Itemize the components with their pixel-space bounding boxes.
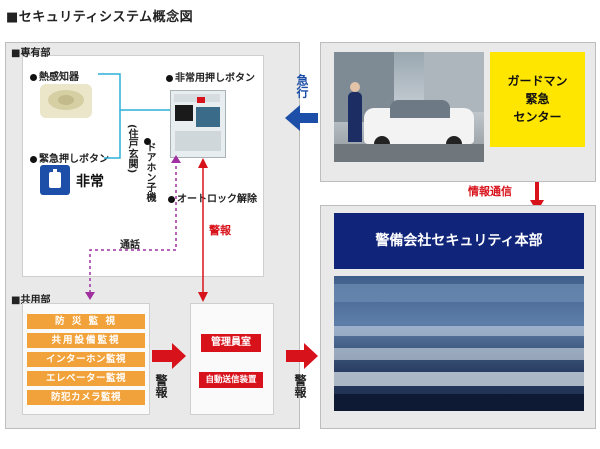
heat-sensor-image xyxy=(40,84,92,118)
panel-keypad xyxy=(175,131,221,151)
bullet-icon xyxy=(30,73,37,81)
management-room-label: 管理員室 xyxy=(201,334,261,352)
emergency-button-image xyxy=(40,165,70,195)
management-room-box: 管理員室 自動送信装置 xyxy=(190,303,274,415)
alarm-arrow-hq xyxy=(286,343,318,369)
panic-button-label: 非常用押しボタン xyxy=(166,69,255,84)
common-item-3: インターホン監視 xyxy=(27,352,145,367)
panel-red-indicator xyxy=(197,97,205,103)
door-phone-label: ドアホン子機 xyxy=(144,142,155,202)
door-phone-dot xyxy=(144,131,153,150)
info-comm-label: 情報通信 xyxy=(468,185,512,198)
autolock-text: オートロック解除 xyxy=(177,194,257,205)
diagram-title: ■セキュリティシステム概念図 xyxy=(6,10,194,25)
emergency-button-text: 緊急押しボタン xyxy=(39,154,109,165)
heat-sensor-line xyxy=(98,73,170,111)
common-item-2: 共用設備監視 xyxy=(27,333,145,348)
rush-arrow xyxy=(285,105,318,131)
alarm-label-vertical: 警報 xyxy=(209,224,231,237)
alarm-arrow-down xyxy=(198,292,208,302)
common-area-box: 防 災 監 視 共用設備監視 インターホン監視 エレベーター監視 防犯カメラ監視 xyxy=(22,303,150,415)
common-area-header: ■共用部 xyxy=(11,295,51,306)
control-room-photo xyxy=(334,276,584,411)
guardman-line-1: ガードマン xyxy=(507,74,568,88)
bullet-icon xyxy=(168,195,175,203)
emergency-button-line xyxy=(104,110,121,159)
alarm-label-hq: 警報 xyxy=(293,374,307,398)
heat-sensor-text: 熱感知器 xyxy=(39,72,79,83)
rush-label: 急行 xyxy=(295,74,309,98)
call-label: 通話 xyxy=(120,240,140,251)
bullet-icon xyxy=(144,138,151,145)
autolock-label: オートロック解除 xyxy=(168,190,257,205)
hand-press-icon xyxy=(49,169,61,188)
auto-transmitter-label: 自動送信装置 xyxy=(199,372,263,388)
emergency-sign-text: 非常 xyxy=(76,174,104,190)
guardman-line-2: 緊急 xyxy=(525,92,550,106)
heat-sensor-label: 熱感知器 xyxy=(30,68,79,83)
panel-camera xyxy=(175,105,193,121)
door-phone-sub-label: (住戸玄関) xyxy=(126,124,137,174)
hq-title-box: 警備会社セキュリティ本部 xyxy=(334,213,584,269)
guard-car-photo xyxy=(334,52,484,162)
call-arrow-up xyxy=(171,155,181,163)
guard-person xyxy=(348,92,362,142)
control-panel-device xyxy=(170,90,226,158)
common-item-5: 防犯カメラ監視 xyxy=(27,390,145,405)
bullet-icon xyxy=(166,74,173,82)
common-item-1: 防 災 監 視 xyxy=(27,314,145,329)
alarm-arrow-up xyxy=(198,158,208,168)
call-arrow-down xyxy=(85,292,95,300)
alarm-label-common: 警報 xyxy=(154,374,168,398)
alarm-arrow-common xyxy=(152,343,186,369)
bullet-icon xyxy=(30,155,37,163)
call-line xyxy=(89,160,177,294)
private-area-header: ■専有部 xyxy=(11,48,51,59)
panic-button-text: 非常用押しボタン xyxy=(175,73,255,84)
emergency-button-label: 緊急押しボタン xyxy=(30,150,109,165)
guardman-line-3: センター xyxy=(513,110,562,124)
common-item-4: エレベーター監視 xyxy=(27,371,145,386)
panel-screen xyxy=(196,107,220,127)
guardman-center-box: ガードマン 緊急 センター xyxy=(490,52,585,147)
